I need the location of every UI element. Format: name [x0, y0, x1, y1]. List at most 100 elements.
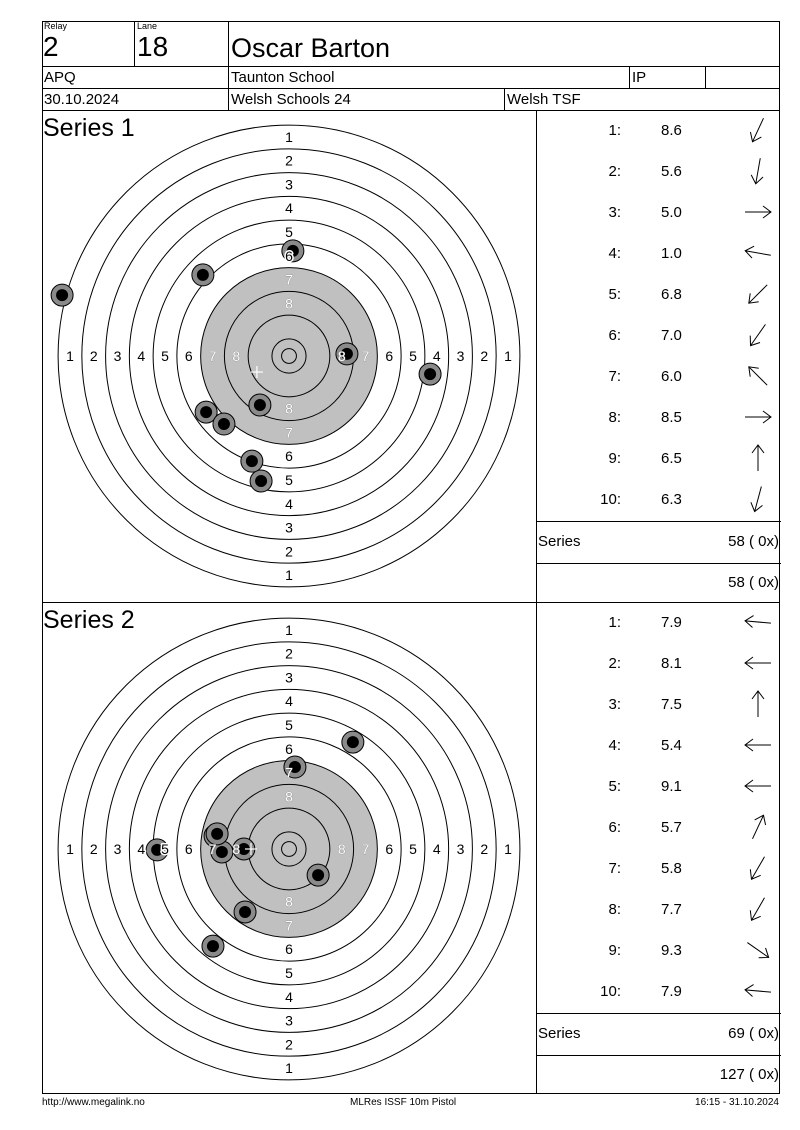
shot-1 — [248, 393, 272, 417]
shot-number: 3: — [608, 204, 621, 221]
ring-label: 1 — [285, 129, 293, 145]
ring-label: 8 — [232, 348, 240, 364]
label-bg — [135, 841, 148, 857]
ring-label: 8 — [285, 401, 293, 417]
running-total: 58 ( 0x) — [728, 574, 779, 591]
shot-row: 3: 7.5 — [537, 685, 781, 726]
label-bg — [135, 348, 148, 364]
label-bg — [283, 176, 295, 193]
shot-row: 10: 6.3 — [537, 480, 781, 521]
ring-label: 6 — [385, 841, 393, 857]
shot-number: 5: — [608, 778, 621, 795]
shot-score: 5.0 — [661, 204, 682, 221]
direction-arrow-icon — [751, 444, 765, 471]
series-title: Series 1 — [43, 114, 135, 142]
ring-label: 3 — [285, 176, 293, 192]
label-bg — [87, 348, 100, 364]
shot-4 — [145, 838, 169, 862]
relay-label: Relay — [44, 21, 68, 31]
label-bg — [111, 348, 124, 364]
label-bg — [283, 621, 295, 638]
ring-label: 8 — [285, 788, 293, 804]
shot-row: 2: 8.1 — [537, 644, 781, 685]
footer-url[interactable]: http://www.megalink.no — [42, 1097, 145, 1108]
shot-10 — [205, 822, 229, 846]
label-bg — [283, 543, 295, 560]
ring-label: 2 — [90, 348, 98, 364]
shot-score: 5.7 — [661, 819, 682, 836]
shot-6 — [341, 730, 365, 754]
ring-label: 8 — [232, 841, 240, 857]
ring-label: 3 — [285, 1013, 293, 1029]
ring-label: 8 — [338, 841, 346, 857]
label-bg — [406, 841, 419, 857]
ring-label: 6 — [185, 348, 193, 364]
series-total-row: Series 58 ( 0x) — [537, 521, 781, 564]
label-bg — [454, 348, 467, 364]
ring-label: 6 — [185, 841, 193, 857]
divider — [705, 66, 706, 89]
series-total: 69 ( 0x) — [728, 1025, 779, 1042]
shot-number: 5: — [608, 286, 621, 303]
shot-score: 8.5 — [661, 409, 682, 426]
shot-score: 9.1 — [661, 778, 682, 795]
label-bg — [182, 841, 195, 857]
shot-number: 4: — [608, 245, 621, 262]
shot-7 — [191, 263, 215, 287]
ring-label: 8 — [338, 348, 346, 364]
footer-program: MLRes ISSF 10m Pistol — [350, 1097, 457, 1108]
shot-score: 7.9 — [661, 614, 682, 631]
ring-label: 2 — [480, 841, 488, 857]
label-bg — [430, 841, 443, 857]
inner-ten — [281, 841, 297, 857]
shot-score: 6.5 — [661, 450, 682, 467]
club-value: Taunton School — [231, 69, 335, 86]
shot-number: 1: — [608, 614, 621, 631]
shot-3 — [418, 362, 442, 386]
shot-score: 8.1 — [661, 655, 682, 672]
shot-4 — [50, 283, 74, 307]
shot-score: 6.8 — [661, 286, 682, 303]
direction-arrow-icon — [744, 615, 771, 628]
ring-label: 5 — [285, 965, 293, 981]
ring-label: 1 — [66, 348, 74, 364]
shot-number: 10: — [600, 983, 621, 1000]
ring-2 — [81, 148, 497, 564]
direction-arrow-icon — [749, 897, 765, 921]
shot-5 — [232, 837, 256, 861]
ring-label: 2 — [285, 646, 293, 662]
shot-row: 7: 5.8 — [537, 849, 781, 890]
direction-arrow-icon — [744, 245, 771, 259]
running-total-row: 127 ( 0x) — [537, 1055, 781, 1095]
label-bg — [283, 693, 295, 710]
label-bg — [283, 471, 295, 488]
ring-label: 4 — [285, 200, 293, 216]
direction-arrow-icon — [750, 158, 764, 185]
shot-number: 9: — [608, 942, 621, 959]
ring-3 — [105, 172, 473, 540]
shot-score: 9.3 — [661, 942, 682, 959]
shot-2 — [249, 469, 273, 493]
inner-ten — [281, 348, 297, 364]
label-bg — [283, 224, 295, 241]
ring-label: 5 — [285, 717, 293, 733]
shot-number: 2: — [608, 163, 621, 180]
series-total: 58 ( 0x) — [728, 533, 779, 550]
label-bg — [182, 348, 195, 364]
label-bg — [283, 717, 295, 734]
ring-label: 7 — [285, 917, 293, 933]
shot-score: 7.0 — [661, 327, 682, 344]
ring-label: 5 — [409, 348, 417, 364]
ring-label: 2 — [285, 1036, 293, 1052]
direction-arrow-icon — [749, 118, 764, 143]
series-label: Series — [538, 533, 581, 550]
ring-1 — [57, 124, 521, 588]
ring-10 — [271, 831, 307, 867]
label-bg — [406, 348, 419, 364]
label-bg — [87, 841, 100, 857]
shot-8 — [233, 900, 257, 924]
label-bg — [283, 200, 295, 217]
label-bg — [383, 348, 396, 364]
shot-row: 7: 6.0 — [537, 357, 781, 398]
shot-9 — [306, 863, 330, 887]
